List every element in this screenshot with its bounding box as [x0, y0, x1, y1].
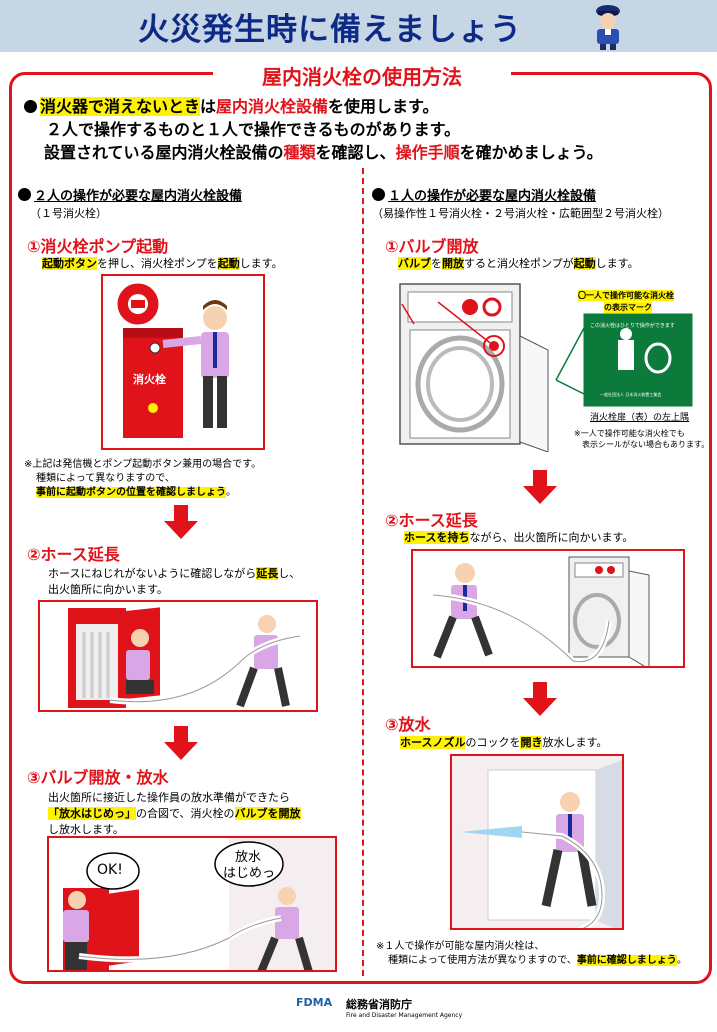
right-step1-note-1: ※一人で操作可能な消火栓でも	[574, 429, 685, 438]
right-step1-note-2: 表示シールがない場合もあります。	[582, 440, 710, 449]
speech-bubble-start-2: はじめっ	[223, 866, 276, 881]
left-step3-desc-1: 出火箇所に接近した操作員の放水準備ができたら	[48, 791, 290, 804]
right-step1-illustration: 〇一人で操作可能な消火栓 の表示マーク この消火栓はひとりで操作ができます 一般…	[390, 274, 710, 452]
left-step3-title: ③バルブ開放・放水	[27, 768, 169, 787]
left-step2-desc-1: ホースにねじれがないように確認しながら延長し、	[48, 567, 301, 580]
right-step2-desc: ホースを持ちながら、出火箇所に向かいます。	[404, 531, 634, 544]
right-note-1: ※１人で操作が可能な屋内消火栓は、	[376, 941, 545, 952]
police-officer-icon	[596, 5, 620, 50]
intro-text: 消火器で消えないときは屋内消火栓設備を使用します。 ２人で操作するものと１人で操…	[24, 95, 704, 164]
intro-line-2: ２人で操作するものと１人で操作できるものがあります。	[46, 120, 461, 139]
right-step3-desc: ホースノズルのコックを開き放水します。	[400, 736, 608, 749]
agency-name-en: Fire and Disaster Management Agency	[346, 1012, 463, 1019]
right-step3-title: ③放水	[385, 715, 431, 734]
left-step2-desc-2: 出火箇所に向かいます。	[48, 583, 168, 596]
page-title: 火災発生時に備えましょう	[138, 12, 522, 48]
right-step2-title: ②ホース延長	[385, 511, 478, 530]
left-step2-illustration	[38, 600, 318, 712]
left-step1-illustration: 消火栓	[101, 274, 265, 450]
right-step2-illustration	[411, 549, 685, 668]
hydrant-label: 消火栓	[133, 373, 166, 386]
right-step1-title: ①バルブ開放	[385, 237, 479, 256]
sign-bottom-text: 一般社団法人 日本消火装置工業会	[600, 392, 662, 397]
down-arrow-icon	[523, 682, 557, 716]
left-step2-title: ②ホース延長	[27, 545, 120, 564]
right-heading: １人の操作が必要な屋内消火栓設備	[372, 185, 596, 204]
left-step1-title: ①消火栓ポンプ起動	[27, 237, 169, 256]
speech-bubble-ok: OK!	[97, 862, 123, 878]
one-person-mark-label-1: 〇一人で操作可能な消火栓	[578, 290, 674, 301]
down-arrow-icon	[164, 505, 198, 539]
one-person-mark-label-2: の表示マーク	[604, 302, 652, 313]
left-note-2: 種類によって異なりますので、	[36, 473, 175, 484]
intro-line-1: 消火器で消えないときは屋内消火栓設備を使用します。	[24, 95, 704, 118]
bullet-icon	[18, 188, 31, 201]
section-title: 屋内消火栓の使用方法	[213, 61, 511, 89]
down-arrow-icon	[164, 726, 198, 760]
sign-top-text: この消火栓はひとりで操作ができます	[590, 323, 675, 329]
left-subheading: （１号消火栓）	[30, 207, 107, 220]
right-step1-desc: バルブを開放すると消火栓ポンプが起動します。	[398, 257, 639, 270]
intro-line-3: 設置されている屋内消火栓設備の種類を確認し、操作手順を確かめましょう。	[44, 143, 603, 162]
left-heading: ２人の操作が必要な屋内消火栓設備	[18, 185, 242, 204]
left-step3-desc-3: し放水します。	[48, 823, 124, 836]
left-note-1: ※上記は発信機とポンプ起動ボタン兼用の場合です。	[24, 459, 262, 470]
bullet-icon	[24, 100, 37, 113]
column-divider	[362, 168, 364, 976]
agency-name: 総務省消防庁	[346, 998, 412, 1011]
right-subheading: （易操作性１号消火栓・２号消火栓・広範囲型２号消火栓）	[372, 207, 669, 220]
speech-bubble-start-1: 放水	[235, 850, 262, 865]
header-banner: 火災発生時に備えましょう	[0, 0, 717, 52]
left-note-3: 事前に起動ボタンの位置を確認しましょう。	[36, 487, 236, 498]
left-step3-desc-2: 「放水はじめっ」の合図で、消火栓のバルブを開放	[48, 807, 301, 820]
left-step3-illustration: OK! 放水 はじめっ	[47, 836, 337, 972]
right-step3-illustration	[450, 754, 624, 930]
right-note-2: 種類によって使用方法が異なりますので、事前に確認しましょう。	[388, 955, 687, 966]
bullet-icon	[372, 188, 385, 201]
left-step1-desc: 起動ボタンを押し、消火栓ポンプを起動します。	[42, 257, 283, 270]
down-arrow-icon	[523, 470, 557, 504]
sign-caption: 消火栓扉（表）の左上隅	[590, 413, 690, 423]
fdma-logo: FDMA	[296, 996, 333, 1009]
